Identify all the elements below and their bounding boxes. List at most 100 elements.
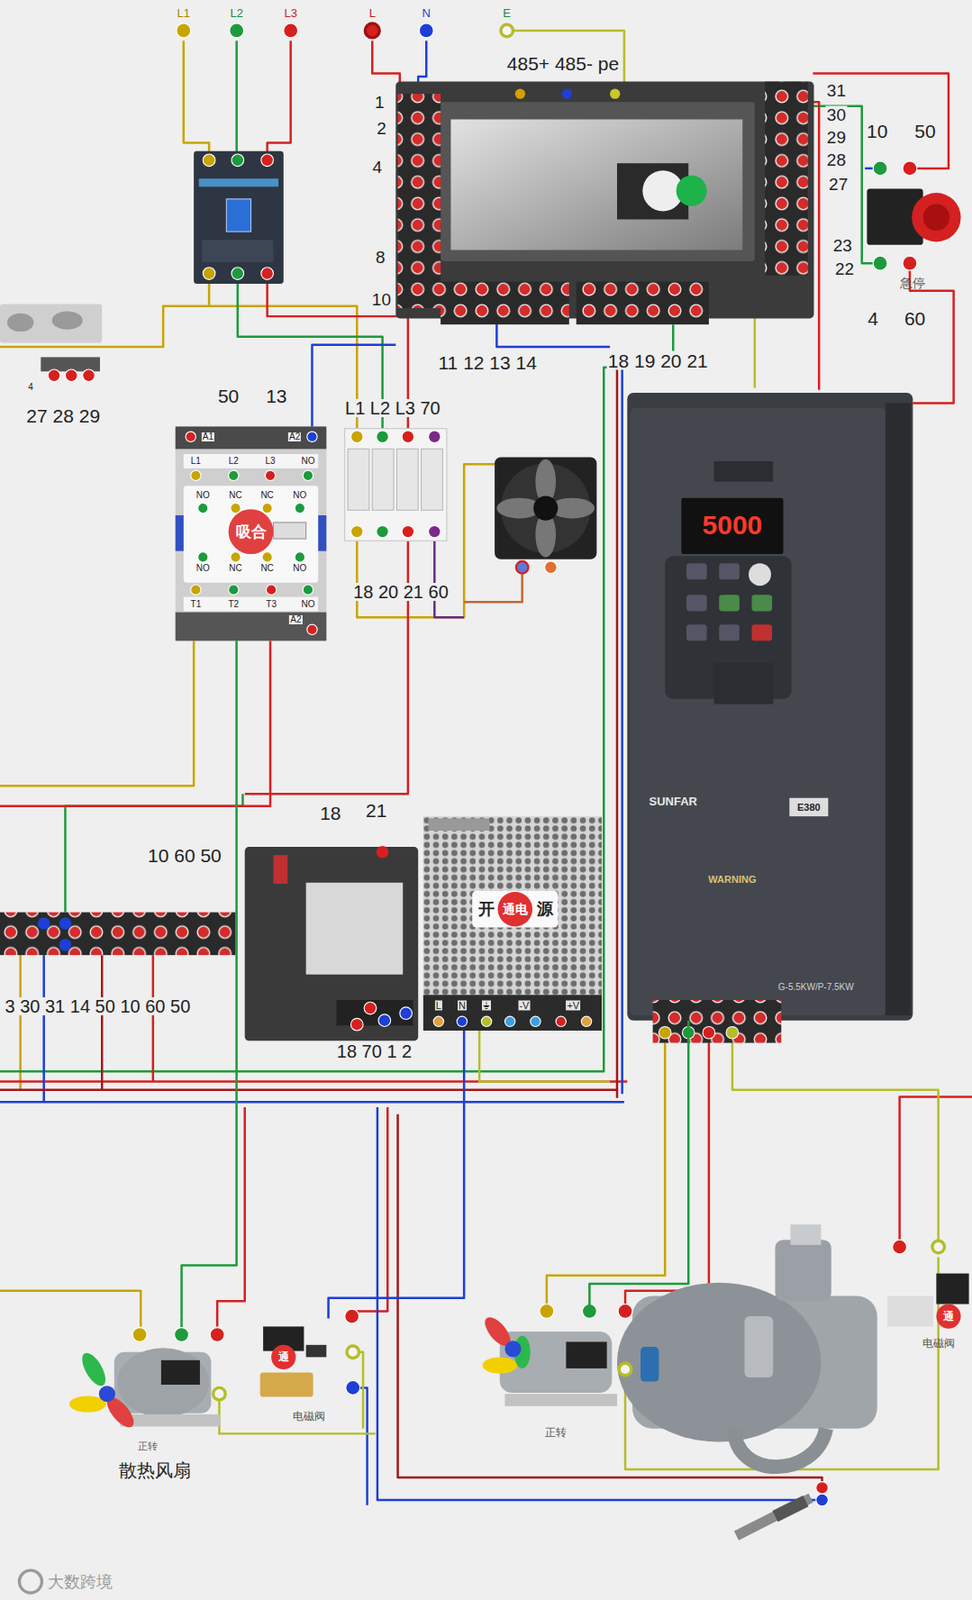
inverter: 5000SUNFARE380WARNINGG-5.5KW/P-7.5KW [626, 392, 913, 1021]
terminal-number: 13 [264, 386, 288, 406]
terminal-number: 29 [826, 127, 847, 146]
supply-terminal: -V [517, 999, 530, 1010]
pin-label: T2 [227, 599, 240, 609]
terminal-number: 31 [826, 81, 847, 99]
emergency-stop: 急停 [862, 151, 965, 295]
terminal-number: 485+ 485- pe [506, 54, 620, 73]
fan-motor [69, 1347, 221, 1432]
terminal-number: 21 [364, 800, 388, 820]
breaker [193, 151, 284, 284]
node-label: SUNFAR [649, 795, 698, 808]
terminal-dots [19, 23, 945, 1593]
terminal-number: 28 [826, 150, 847, 168]
node-label: E380 [797, 801, 821, 812]
solenoid-valve: 通电磁阀 [254, 1317, 342, 1427]
inverter-body [626, 392, 913, 1044]
node-label: 通电 [502, 902, 528, 916]
current-transformer [0, 304, 102, 373]
node-label: 电磁阀 [922, 1337, 955, 1349]
pin-label: A2 [289, 615, 302, 625]
cooling-fan [494, 456, 597, 559]
terminal-number: 8 [374, 248, 387, 266]
terminal-number: 50 [217, 386, 240, 406]
fan-motor: 正转散热风扇 [66, 1316, 236, 1482]
pin-label: T1 [190, 599, 203, 609]
node-label: 通 [278, 1351, 290, 1363]
pin-label: NO [299, 599, 316, 609]
terminal-number: 2 [375, 118, 388, 137]
terminal-number: L [368, 6, 377, 19]
terminal-number: 4 [27, 382, 35, 392]
emergency-stop-switch [866, 189, 961, 246]
node-label: 开 [478, 900, 495, 918]
node-label: 源 [536, 900, 554, 918]
terminal-number: 10 60 50 [146, 845, 223, 865]
pin-label: NC [259, 563, 274, 573]
contactor [175, 426, 328, 641]
terminal-number: 11 12 13 14 [436, 353, 537, 373]
wires [0, 30, 972, 1506]
node-label: 通 [943, 1310, 954, 1322]
fuse-block [345, 428, 447, 542]
terminal-number: 18 19 20 21 [607, 350, 709, 370]
solenoid-valve: 通电磁阀 [882, 1264, 969, 1355]
node-label: 电磁阀 [292, 1410, 326, 1422]
terminal-number: L1 L2 L3 70 [344, 399, 442, 418]
terminal-number: L2 [228, 6, 244, 19]
wire-connector [589, 1020, 689, 1307]
solenoid-valves [260, 1273, 970, 1398]
controller-panel [395, 81, 814, 326]
pin-label: NO [195, 563, 211, 573]
terminal-number: 18 20 21 60 [352, 582, 450, 601]
terminal-number: E [501, 6, 512, 19]
terminal-number: 10 [865, 120, 889, 140]
pin-label: L1 [190, 456, 202, 466]
supply-terminal: L [435, 999, 443, 1010]
proximity-sensor [735, 1498, 811, 1536]
supply-terminal: N [457, 999, 467, 1010]
node-label: 正转 [545, 1426, 567, 1438]
node-label: G-5.5KW/P-7.5KW [778, 982, 854, 992]
compressor [480, 1224, 877, 1467]
node-label: 吸合 [236, 524, 267, 540]
terminal-number: L3 [282, 6, 298, 19]
terminal-number: 4 [372, 157, 384, 175]
pin-label: NC [227, 563, 243, 573]
pin-label: NO [291, 563, 308, 573]
earth-wires [218, 30, 938, 1470]
pin-label: NO [291, 490, 308, 500]
terminal-number: 27 [827, 174, 849, 192]
node-label: 正转 [137, 1440, 158, 1451]
terminal-number: N [421, 6, 432, 19]
terminal-number: 3 30 31 14 50 10 60 50 [4, 997, 192, 1016]
compressor-motor: 正转 [481, 1306, 625, 1442]
pin-label: NO [299, 456, 316, 466]
pin-label: L3 [263, 456, 276, 466]
pin-label: L2 [227, 456, 240, 466]
supply-terminal: ⏚ [481, 999, 491, 1010]
switching-power-supply [423, 816, 602, 1031]
node-label: 急停 [899, 276, 926, 290]
terminal-strip [0, 912, 237, 956]
wire-connector [181, 640, 237, 1317]
terminal-number: L1 [176, 6, 191, 19]
supply-terminal: +V [565, 999, 581, 1010]
pin-label: NO [195, 490, 211, 500]
pin-label: A1 [201, 432, 215, 442]
terminal-number: 1 [373, 93, 386, 111]
transformer [245, 845, 418, 1041]
terminal-number: 23 [832, 236, 854, 254]
terminal-number: 18 [318, 802, 342, 822]
terminal-number: 27 28 29 [25, 405, 101, 425]
terminal-number: 10 [371, 290, 392, 308]
pin-label: A2 [288, 432, 301, 442]
terminal-number: 50 [913, 120, 936, 140]
terminal-number: 18 70 1 2 [336, 1042, 413, 1061]
terminal-number: 22 [834, 259, 855, 277]
terminal-number: 4 [866, 308, 880, 328]
power-supply: 开通电源 [423, 816, 602, 1031]
pin-label: NC [227, 490, 243, 500]
node-label: 5000 [702, 511, 764, 539]
